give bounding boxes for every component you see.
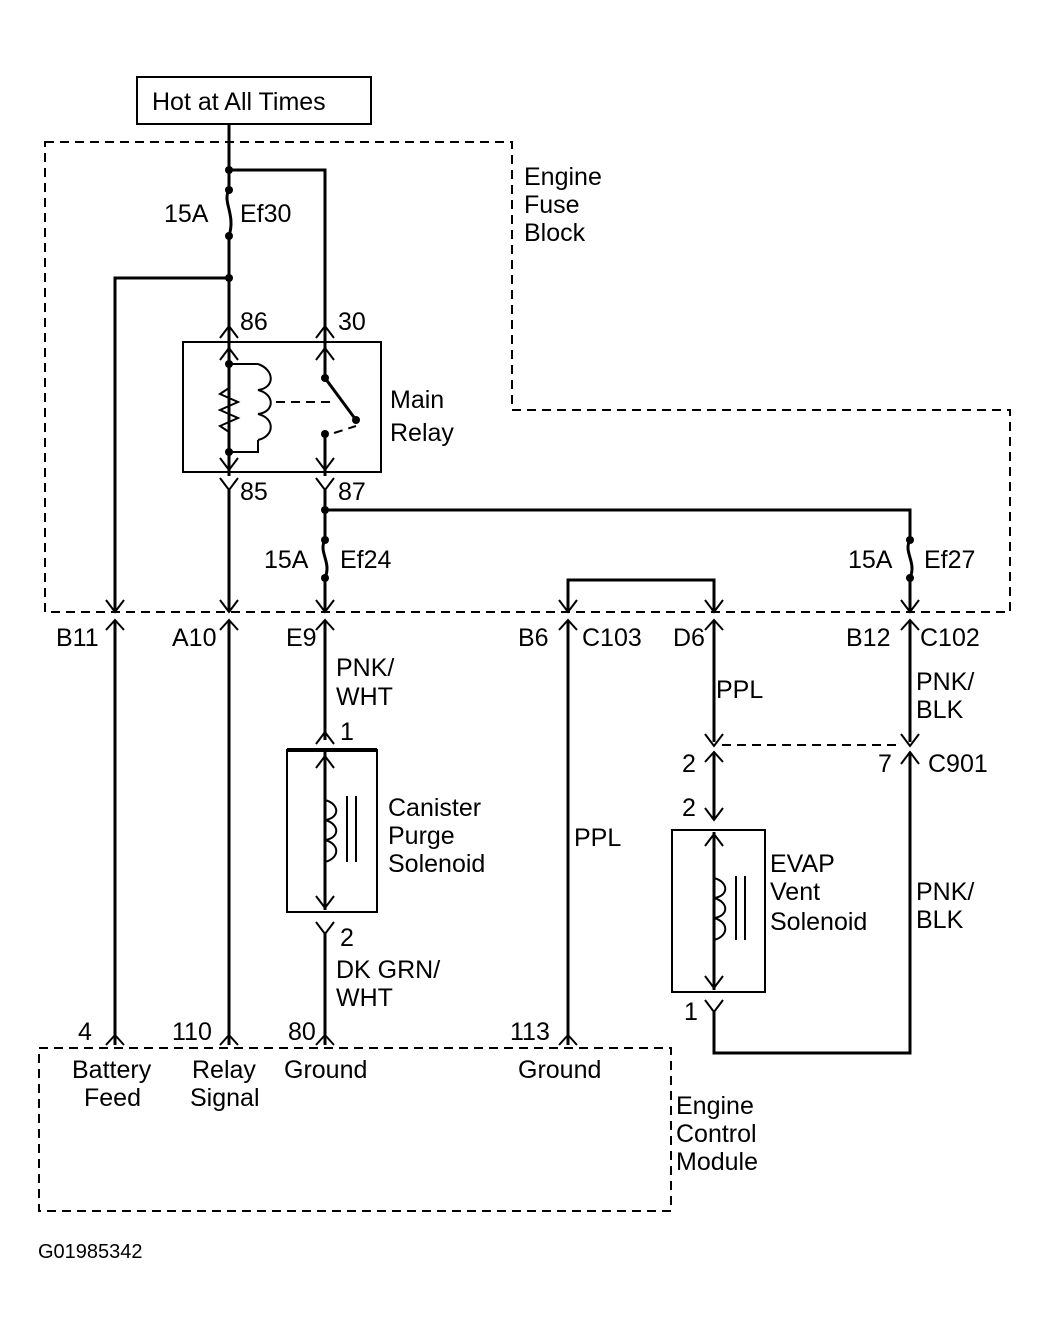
fuse-block-label-3: Block: [524, 219, 586, 247]
fuse-block-label-2: Fuse: [524, 191, 580, 219]
wire-pnk-blk-2a: PNK/: [916, 878, 974, 906]
conn-c103: C103: [582, 624, 642, 652]
evap-label-1: EVAP: [770, 850, 835, 878]
evap-pin-1: 1: [684, 998, 698, 1026]
ecm-pin-110-num: 110: [172, 1018, 212, 1046]
relay-coil-icon: [257, 363, 272, 441]
canister-label-1: Canister: [388, 794, 481, 822]
power-source-box: [136, 76, 372, 125]
evap-label-2: Vent: [770, 878, 820, 906]
ecm-pin-4-num: 4: [78, 1018, 92, 1046]
conn-b12: B12: [846, 624, 890, 652]
ecm-pin-4-label-2: Feed: [84, 1084, 141, 1112]
ecm-pin-110-label-1: Relay: [192, 1056, 256, 1084]
fuse-ef30-id: Ef30: [240, 200, 291, 228]
relay-pin-30: 30: [338, 308, 366, 336]
wire-pnk-wht-1: PNK/: [336, 654, 394, 682]
wire-dk-grn-2: WHT: [336, 984, 393, 1012]
ecm-label-3: Module: [676, 1148, 758, 1176]
canister-pin-2: 2: [340, 924, 354, 952]
ecm-pin-113-label: Ground: [518, 1056, 601, 1084]
ecm-pin-80-num: 80: [288, 1018, 316, 1046]
main-relay-label-1: Main: [390, 386, 444, 414]
conn-a10: A10: [172, 624, 216, 652]
evap-label-3: Solenoid: [770, 908, 867, 936]
wire-pnk-blk-2b: BLK: [916, 906, 964, 934]
wire-pnk-wht-2: WHT: [336, 683, 393, 711]
conn-b11: B11: [56, 624, 99, 652]
relay-switch-icon: [323, 377, 358, 421]
relay-pin-85: 85: [240, 478, 268, 506]
c901-pin-7: 7: [878, 750, 892, 778]
main-relay-box: [182, 341, 382, 473]
evap-vent-solenoid-box: [671, 829, 766, 993]
conn-d6: D6: [673, 624, 705, 652]
evap-coil-icon: [713, 877, 727, 941]
fuse-ef30-rating: 15A: [164, 200, 209, 228]
figure-id: G01985342: [38, 1241, 143, 1263]
ecm-pin-4-label-1: Battery: [72, 1056, 152, 1084]
fuse-ef24-id: Ef24: [340, 546, 392, 574]
wire-pnk-blk-1b: BLK: [916, 696, 964, 724]
fuse-ef24-rating: 15A: [264, 546, 309, 574]
fuse-ef27-id: Ef27: [924, 546, 975, 574]
canister-coil-icon: [324, 799, 338, 863]
canister-pin-1: 1: [340, 718, 354, 746]
fuse-block-outline: [44, 141, 1011, 613]
wire-pnk-blk-1a: PNK/: [916, 668, 974, 696]
ecm-label-1: Engine: [676, 1092, 754, 1120]
c901-pin-2: 2: [682, 750, 696, 778]
conn-b6: B6: [518, 624, 549, 652]
canister-purge-solenoid-box: [286, 749, 378, 913]
power-source-label: Hot at All Times: [152, 88, 326, 116]
conn-c901: C901: [928, 750, 988, 778]
ecm-outline: [38, 1047, 672, 1212]
fuse-ef27-icon: [906, 539, 914, 579]
ecm-pin-80-label: Ground: [284, 1056, 367, 1084]
conn-e9: E9: [286, 624, 317, 652]
conn-c102: C102: [920, 624, 980, 652]
main-relay-label-2: Relay: [390, 419, 454, 447]
fuse-ef27-rating: 15A: [848, 546, 893, 574]
relay-resistor-icon: [217, 387, 241, 433]
ecm-pin-113-num: 113: [510, 1018, 550, 1046]
ecm-pin-110-label-2: Signal: [190, 1084, 260, 1112]
fuse-ef24-icon: [321, 539, 329, 579]
relay-pin-87: 87: [338, 478, 366, 506]
wire-dk-grn-1: DK GRN/: [336, 956, 440, 984]
wire-ppl-2: PPL: [574, 824, 621, 852]
canister-label-3: Solenoid: [388, 850, 485, 878]
ecm-label-2: Control: [676, 1120, 757, 1148]
relay-pin-86: 86: [240, 308, 268, 336]
fuse-ef30-icon: [225, 189, 233, 237]
evap-pin-2: 2: [682, 794, 696, 822]
wire-ppl-1: PPL: [716, 676, 763, 704]
canister-label-2: Purge: [388, 822, 455, 850]
fuse-block-label-1: Engine: [524, 163, 602, 191]
